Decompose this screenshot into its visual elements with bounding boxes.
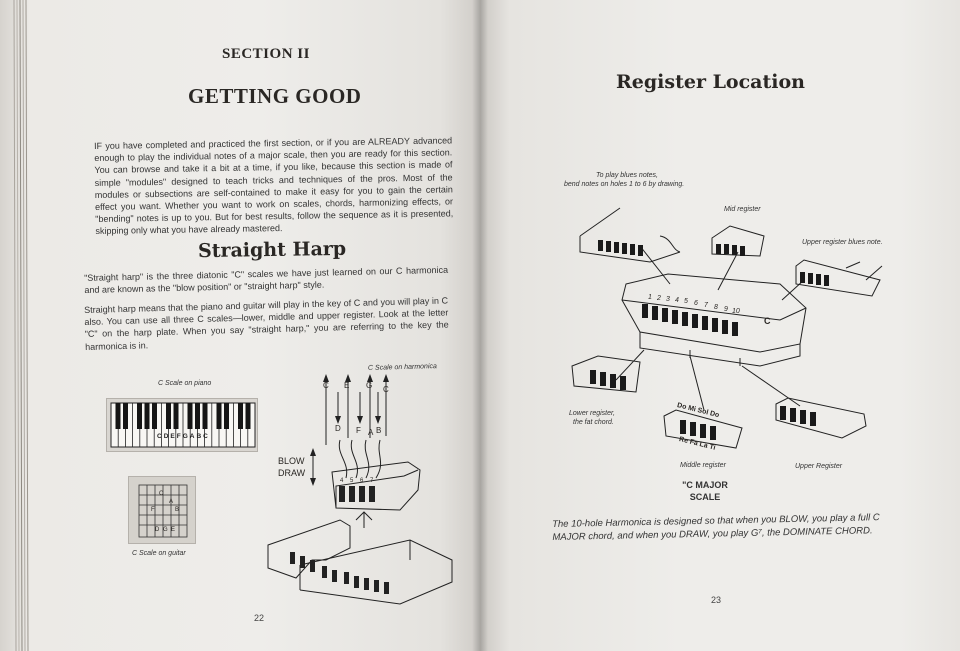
guitar-note-e: E <box>171 527 176 533</box>
harmonica-blow-c2: C <box>383 385 389 394</box>
upper-register-blues-label: Upper register blues note. <box>802 239 883 246</box>
right-page <box>480 0 960 651</box>
upper-register-label: Upper Register <box>795 463 843 470</box>
page-number-right: 23 <box>711 595 722 605</box>
blow-label: BLOW <box>278 456 305 466</box>
harmonica-blow-g: G <box>366 381 373 390</box>
center-hole-1: 1 <box>648 294 652 301</box>
hole-number-6: 6 <box>360 478 364 484</box>
chapter-title: GETTING GOOD <box>188 84 362 108</box>
harmonica-scale-illustration <box>267 374 453 605</box>
harmonica-draw-b: B <box>376 426 382 435</box>
center-hole-6: 6 <box>694 300 698 307</box>
piano-keys-svg <box>110 402 256 448</box>
center-hole-2: 2 <box>657 295 661 302</box>
blues-note-line-1: To play blues notes, <box>596 172 659 179</box>
guitar-note-f: F <box>151 507 155 513</box>
c-major-scale-line-2: SCALE <box>689 492 721 502</box>
middle-register-label: Middle register <box>680 462 726 469</box>
guitar-fretboard-illustration: C A F B D G E <box>128 476 196 544</box>
center-hole-5: 5 <box>684 298 688 305</box>
center-hole-7: 7 <box>704 302 708 309</box>
c-major-scale-caption: "C MAJOR SCALE <box>680 479 730 503</box>
draw-label: DRAW <box>278 468 306 478</box>
piano-keyboard-illustration: CDEFGABC <box>106 398 258 452</box>
lower-register-line-2: the fat chord. <box>573 419 614 426</box>
page-number-left: 22 <box>254 613 265 623</box>
guitar-note-c: C <box>159 491 164 497</box>
center-hole-10: 10 <box>732 308 740 315</box>
harp-plate-letter: C <box>764 316 771 326</box>
piano-key-letters: CDEFGABC <box>157 433 210 440</box>
harmonica-draw-f: F <box>356 426 361 435</box>
harmonica-draw-a: A <box>368 428 374 437</box>
book-gutter <box>472 0 488 651</box>
register-location-title: Register Location <box>616 71 805 93</box>
section-label: SECTION II <box>222 46 310 62</box>
harmonica-draw-d: D <box>335 424 341 433</box>
harmonica-blow-c1: C <box>323 381 329 390</box>
guitar-note-a: A <box>169 499 174 505</box>
harmonica-blow-e: E <box>344 381 350 390</box>
hole-number-5: 5 <box>350 478 354 484</box>
guitar-note-b: B <box>175 507 180 513</box>
blues-note-line-2: bend notes on holes 1 to 6 by drawing. <box>564 181 685 188</box>
guitar-note-d: D <box>155 527 160 533</box>
center-hole-8: 8 <box>714 304 718 311</box>
caption-guitar: C Scale on guitar <box>132 550 186 557</box>
left-page: SECTION II GETTING GOOD IF you have comp… <box>0 0 480 651</box>
center-hole-4: 4 <box>675 297 679 304</box>
mid-register-label: Mid register <box>724 206 761 213</box>
lower-register-line-1: Lower register, <box>569 410 615 417</box>
hole-number-7: 7 <box>370 478 374 484</box>
caption-piano: C Scale on piano <box>158 380 212 387</box>
guitar-grid-svg <box>138 484 188 538</box>
center-hole-3: 3 <box>666 296 670 303</box>
guitar-note-g: G <box>163 527 168 533</box>
page-edges <box>13 0 29 651</box>
center-hole-9: 9 <box>724 306 728 313</box>
c-major-scale-line-1: "C MAJOR <box>682 480 728 490</box>
hole-number-4: 4 <box>340 478 344 484</box>
